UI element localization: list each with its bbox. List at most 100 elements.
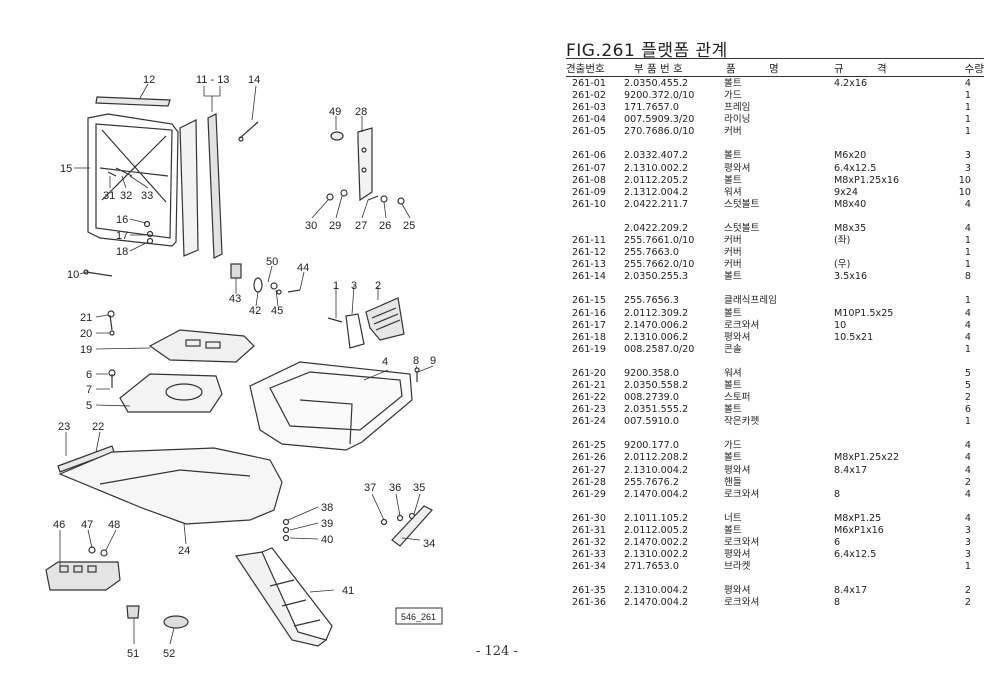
- callout-19: 19: [80, 344, 92, 356]
- ref-cell: 261-34: [572, 561, 606, 573]
- part-name-cell: 평와셔: [724, 331, 751, 343]
- ref-cell: 261-33: [572, 549, 606, 561]
- part-name-cell: 평와셔: [724, 549, 751, 561]
- spec-cell: 3.5x16: [834, 271, 868, 283]
- parts-diagram: 12 11 - 13 14 15 31 32 33 16 17 18 10 49…: [45, 74, 443, 660]
- group-spacer: [566, 501, 984, 513]
- spec-cell: 8: [834, 597, 841, 609]
- part-number-cell: 2.0112.205.2: [624, 174, 689, 186]
- part-number-cell: 2.0332.407.2: [624, 150, 689, 162]
- ref-cell: 261-08: [572, 174, 606, 186]
- spec-cell: 9x24: [834, 186, 858, 198]
- qty-cell: 3: [964, 524, 971, 536]
- part-number-cell: 9200.358.0: [624, 367, 679, 379]
- ref-cell: 261-13: [572, 259, 606, 271]
- spec-cell: M8xP1.25: [834, 512, 882, 524]
- ref-cell: 261-35: [572, 585, 606, 597]
- ref-cell: 261-22: [572, 392, 606, 404]
- ref-cell: 261-03: [572, 102, 606, 114]
- part-name-cell: 로크와셔: [724, 537, 760, 548]
- part-number-cell: 2.1470.002.2: [624, 537, 689, 548]
- ref-cell: 261-12: [572, 247, 606, 259]
- qty-cell: 1: [964, 416, 971, 428]
- spec-cell: M10P1.5x25: [834, 307, 894, 319]
- spec-cell: 4.2x16: [834, 78, 868, 89]
- qty-cell: 2: [964, 392, 971, 404]
- part-name-cell: 스텃볼트: [724, 198, 760, 210]
- qty-cell: 1: [964, 90, 971, 102]
- part-name-cell: 작은카펫: [724, 416, 760, 428]
- part-name-cell: 로크와셔: [724, 488, 760, 500]
- spec-cell: M8x35: [834, 222, 867, 234]
- col-part-header: 부 품 번 호: [634, 63, 683, 75]
- spec-cell: (우): [834, 259, 851, 271]
- spec-cell: 10: [834, 319, 847, 331]
- part-number-cell: 2.0422.211.7: [624, 198, 689, 210]
- callout-38: 38: [321, 502, 333, 514]
- callout-31: 31: [103, 190, 115, 202]
- qty-cell: 2: [964, 597, 971, 609]
- part-name-cell: 가드: [724, 440, 742, 452]
- qty-cell: 4: [964, 452, 971, 464]
- part-name-cell: 볼트: [724, 271, 742, 283]
- part-name-cell: 워셔: [724, 367, 742, 379]
- callout-36: 36: [389, 482, 401, 494]
- ref-cell: 261-15: [572, 295, 606, 307]
- qty-cell: 6: [964, 404, 971, 416]
- ref-cell: 261-24: [572, 416, 606, 428]
- callout-43: 43: [229, 293, 241, 305]
- part-number-cell: 2.0422.209.2: [624, 222, 689, 234]
- qty-cell: 1: [964, 102, 971, 114]
- callout-12: 12: [143, 74, 155, 86]
- callout-37: 37: [364, 482, 376, 494]
- part-name-cell: 워셔: [724, 186, 742, 198]
- ref-cell: 261-05: [572, 126, 606, 138]
- part-name-cell: 커버: [724, 247, 742, 259]
- callout-46: 46: [53, 519, 65, 531]
- callout-7: 7: [86, 384, 92, 396]
- callout-15: 15: [60, 163, 72, 175]
- part-number-cell: 2.1310.002.2: [624, 549, 689, 561]
- ref-cell: 261-32: [572, 537, 606, 548]
- ref-cell: 261-27: [572, 464, 606, 476]
- qty-cell: 4: [964, 464, 971, 476]
- qty-cell: 3: [964, 150, 971, 162]
- ref-cell: 261-29: [572, 488, 606, 500]
- callout-48: 48: [108, 519, 120, 531]
- qty-cell: 3: [964, 549, 971, 561]
- qty-cell: 1: [964, 114, 971, 126]
- qty-cell: 10: [958, 186, 971, 198]
- ref-cell: 261-21: [572, 379, 606, 391]
- ref-cell: 261-31: [572, 524, 606, 536]
- part-number-cell: 2.1470.004.2: [624, 597, 689, 609]
- group-spacer: [566, 573, 984, 585]
- part-name-cell: 콘솔: [724, 343, 742, 355]
- part-number-cell: 255.7676.2: [624, 476, 679, 488]
- part-name-cell: 라이닝: [724, 114, 751, 126]
- qty-cell: 3: [964, 162, 971, 174]
- ref-cell: 261-18: [572, 331, 606, 343]
- callout-8: 8: [413, 355, 419, 367]
- part-number-cell: 007.5909.3/20: [624, 114, 695, 126]
- part-name-cell: 볼트: [724, 174, 742, 186]
- part-number-cell: 171.7657.0: [624, 102, 679, 114]
- qty-cell: 4: [964, 319, 971, 331]
- qty-cell: 4: [964, 222, 971, 234]
- ref-cell: 261-09: [572, 186, 606, 198]
- part-number-cell: 2.1470.006.2: [624, 319, 689, 331]
- callout-34: 34: [423, 538, 435, 550]
- part-number-cell: 2.1310.002.2: [624, 162, 689, 174]
- qty-cell: 5: [964, 379, 971, 391]
- qty-cell: 8: [964, 271, 971, 283]
- qty-cell: 4: [964, 198, 971, 210]
